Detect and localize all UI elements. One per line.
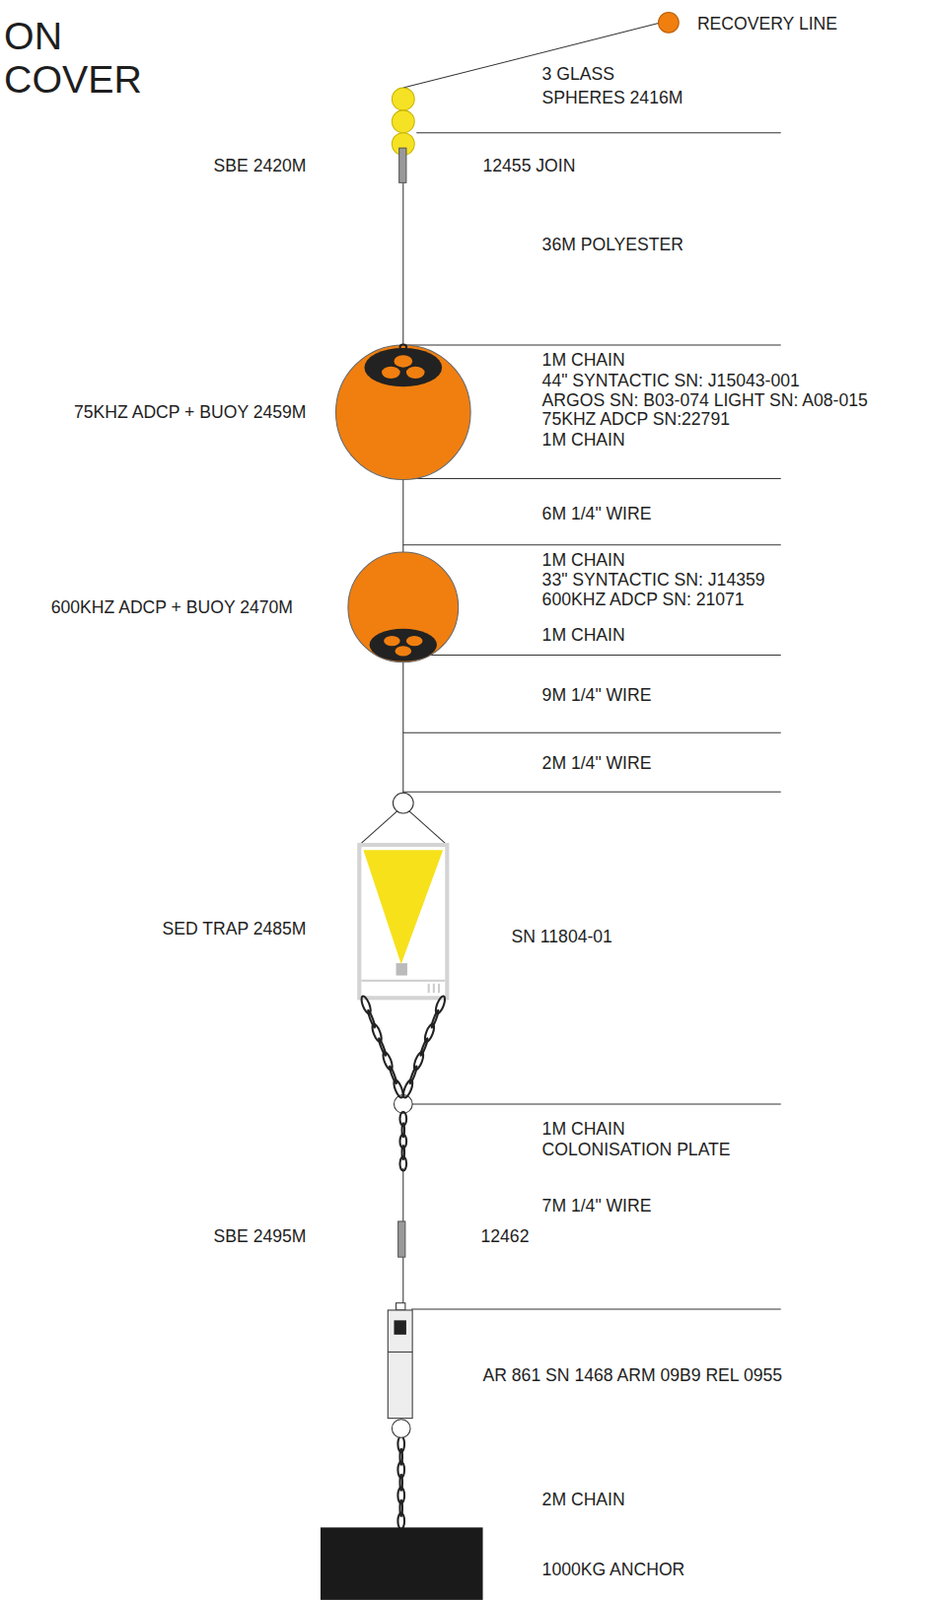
bridle [359,811,397,846]
glass-sphere [391,110,415,134]
transducer [395,646,413,656]
separator-line [411,1308,782,1310]
tick [428,984,431,994]
label: 36M POLYESTER [542,234,684,255]
label: 1000KG ANCHOR [542,1560,686,1581]
label: SN 11804-01 [511,927,613,947]
sediment-trap [359,792,447,1114]
label: SBE 2495M [214,1226,307,1247]
trap-frame [359,845,447,999]
acoustic-release [387,1303,413,1439]
label: 33" SYNTACTIC SN: J14359 [542,570,766,590]
chain-link [401,1079,415,1100]
transducer [406,636,424,647]
chain-link [399,1156,407,1171]
transducer [381,366,401,379]
title-fragment: ON [3,14,63,60]
tick [432,984,435,994]
label: RECOVERY LINE [697,13,838,34]
recovery-float [658,12,680,34]
label: 1M CHAIN [542,350,626,370]
label: 7M 1/4" WIRE [542,1196,652,1217]
release-band [387,1352,413,1354]
separator-line [403,654,782,656]
separator-line [403,544,782,546]
label: 1M CHAIN [542,1118,626,1139]
anchor [320,1527,484,1600]
label: AR 861 SN 1468 ARM 09B9 REL 0955 [483,1366,784,1386]
transducer [406,366,426,379]
label: 600KHZ ADCP + BUOY 2470M [51,597,293,618]
wire-line [402,478,404,553]
label: 12455 JOIN [483,155,576,176]
label: 2M 1/4" WIRE [542,753,652,774]
label: 2M CHAIN [542,1490,626,1511]
label: 6M 1/4" WIRE [542,503,652,523]
sbe-sensor [398,1222,406,1258]
separator-line [403,1103,782,1105]
transducer [383,636,401,647]
label: 1M CHAIN [542,625,626,646]
label: 44" SYNTACTIC SN: J15043-001 [542,370,800,391]
ring [391,1420,411,1439]
funnel [362,850,443,965]
chain-link [399,344,407,350]
label: 1M CHAIN [542,550,626,571]
label: 12462 [481,1226,530,1247]
label: SBE 2420M [214,155,307,176]
chains [359,344,447,1530]
ring [392,792,414,814]
release-body [387,1310,413,1420]
sbe-sensor [399,147,407,183]
tick [437,984,440,994]
separator-line [403,478,782,480]
label: 3 GLASS SPHERES 2416M [542,63,696,111]
syntactic-buoy [335,345,471,481]
wire-line [402,662,404,793]
label: ARGOS SN: B03-074 LIGHT SN: A08-015 [542,390,868,411]
label: 1M CHAIN [542,430,626,450]
mooring-line [403,22,782,1310]
adcp-head [369,629,437,662]
carousel [360,980,445,983]
separator-line [403,791,782,793]
funnel-tip [396,963,408,976]
bridle [409,811,447,846]
glass-sphere [391,87,415,111]
label: 75KHZ ADCP SN:22791 [542,409,730,430]
release-window [393,1320,406,1335]
syntactic-buoy [348,552,459,663]
separator-line [416,132,781,134]
chain-link [397,1513,405,1530]
adcp-head [363,348,442,387]
title-fragment: COVER [3,57,143,102]
release-tab [396,1303,406,1311]
label: 9M 1/4" WIRE [542,685,652,706]
transducer [393,355,413,367]
separator-line [403,732,782,734]
adcp-buoy-75khz [335,345,471,481]
label: 600KHZ ADCP SN: 21071 [542,588,745,609]
label: SED TRAP 2485M [161,919,306,939]
separator-line [403,344,782,346]
adcp-buoy-600khz [348,552,459,663]
label: 75KHZ ADCP + BUOY 2459M [73,402,307,423]
recovery-leader [403,22,661,88]
label: COLONISATION PLATE [542,1140,731,1160]
glass-spheres [391,87,415,155]
